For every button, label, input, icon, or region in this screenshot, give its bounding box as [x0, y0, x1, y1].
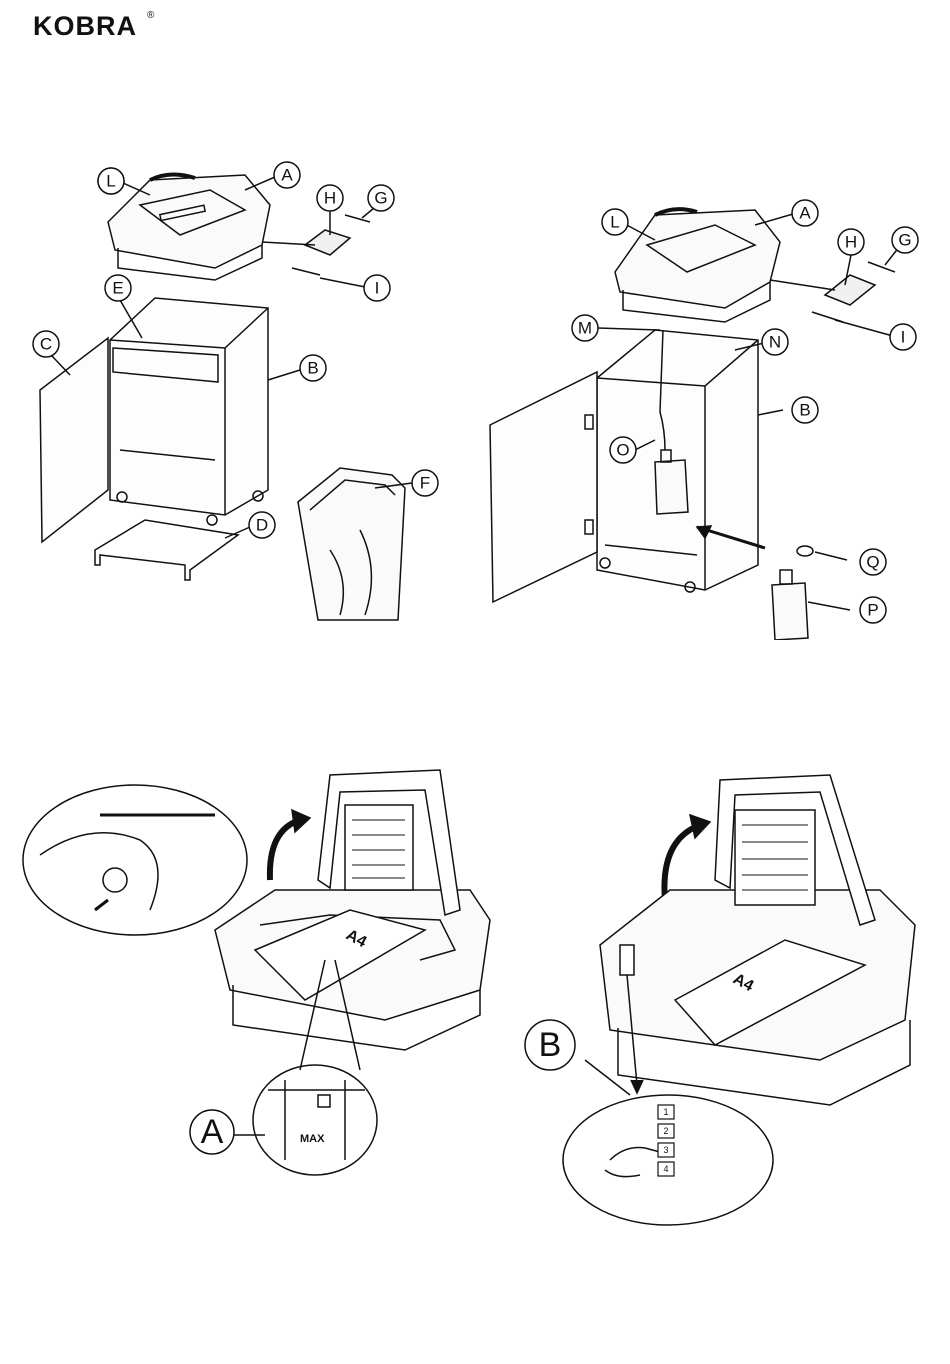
callout-l: L: [602, 209, 628, 235]
figure-1-cabinet-exploded: L A H G I E C B D F: [0, 150, 475, 640]
svg-text:B: B: [307, 359, 318, 378]
svg-text:Q: Q: [866, 553, 879, 572]
callout-p: P: [860, 597, 886, 623]
svg-text:L: L: [106, 172, 115, 191]
mode-button-2: 2: [658, 1124, 674, 1138]
callout-h: H: [317, 185, 343, 211]
callout-i: I: [890, 324, 916, 350]
callout-b: B: [792, 397, 818, 423]
svg-text:G: G: [898, 231, 911, 250]
svg-text:I: I: [901, 328, 906, 347]
svg-text:4: 4: [663, 1164, 668, 1174]
svg-text:G: G: [374, 189, 387, 208]
svg-text:N: N: [769, 333, 781, 352]
callout-m: M: [572, 315, 598, 341]
callout-c: C: [33, 331, 59, 357]
figure-2-oiler-cabinet-exploded: A L H G I M N B O Q P: [475, 150, 950, 640]
svg-text:2: 2: [663, 1126, 668, 1136]
callout-q: Q: [860, 549, 886, 575]
callout-n: N: [762, 329, 788, 355]
registered-mark: ®: [147, 10, 154, 21]
svg-text:I: I: [375, 279, 380, 298]
svg-text:1: 1: [663, 1107, 668, 1117]
callout-inset-b: B: [525, 1020, 575, 1070]
callout-b: B: [300, 355, 326, 381]
svg-text:A: A: [281, 166, 293, 185]
callout-l: L: [98, 168, 124, 194]
brand-logo: KOBRA ®: [33, 8, 173, 44]
mode-button-4: 4: [658, 1162, 674, 1176]
brand-name: KOBRA: [33, 8, 137, 44]
callout-a: A: [792, 200, 818, 226]
mode-button-3: 3: [658, 1143, 674, 1157]
mode-button-1: 1: [658, 1105, 674, 1119]
svg-text:H: H: [324, 189, 336, 208]
callout-e: E: [105, 275, 131, 301]
svg-text:B: B: [799, 401, 810, 420]
callout-h: H: [838, 229, 864, 255]
callout-inset-a: A: [190, 1110, 234, 1154]
svg-text:L: L: [610, 213, 619, 232]
callout-d: D: [249, 512, 275, 538]
svg-text:B: B: [539, 1026, 562, 1064]
callout-g: G: [368, 185, 394, 211]
svg-text:A: A: [799, 204, 811, 223]
svg-text:F: F: [420, 474, 430, 493]
callout-o: O: [610, 437, 636, 463]
svg-text:E: E: [112, 279, 123, 298]
callout-i: I: [364, 275, 390, 301]
svg-text:M: M: [578, 319, 592, 338]
svg-text:C: C: [40, 335, 52, 354]
max-label: MAX: [300, 1133, 325, 1145]
figure-3-paper-feed-max: A4 MAX A: [0, 760, 500, 1180]
svg-text:3: 3: [663, 1145, 668, 1155]
svg-text:H: H: [845, 233, 857, 252]
callout-g: G: [892, 227, 918, 253]
callout-a: A: [274, 162, 300, 188]
callout-f: F: [412, 470, 438, 496]
svg-text:P: P: [867, 601, 878, 620]
svg-text:A: A: [201, 1113, 224, 1151]
svg-text:D: D: [256, 516, 268, 535]
figure-4-paper-feed-buttons: A4 1 2 3 4 B: [500, 760, 950, 1230]
svg-text:O: O: [616, 441, 629, 460]
